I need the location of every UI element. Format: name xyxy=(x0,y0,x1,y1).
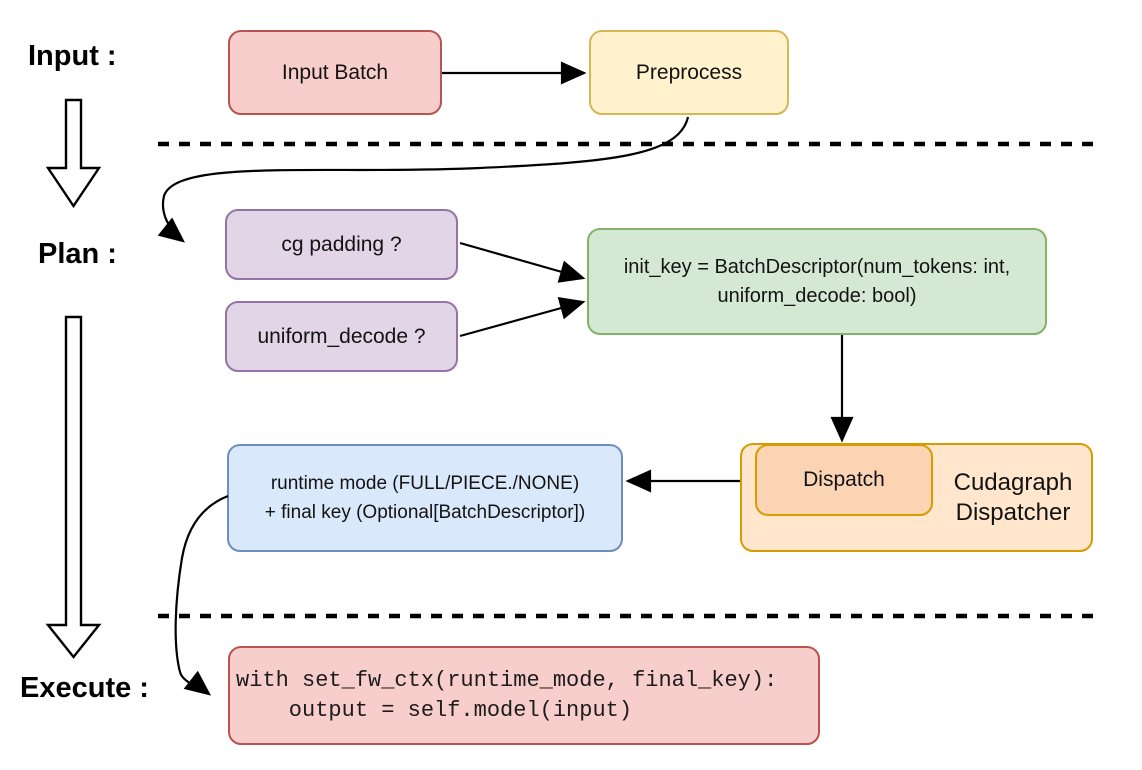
node-input-batch-label: Input Batch xyxy=(281,60,389,84)
runtime-mode-line2: + final key (Optional[BatchDescriptor]) xyxy=(264,502,586,523)
node-dispatch-label: Dispatch xyxy=(803,468,885,491)
node-execute-code: with set_fw_ctx(runtime_mode, final_key)… xyxy=(228,646,820,745)
node-preprocess-label: Preprocess xyxy=(635,60,743,84)
arrow-uniform-decode-to-init-key xyxy=(459,297,586,338)
cudagraph-line1: Cudagraph xyxy=(953,468,1073,496)
arrow-runtime-mode-to-execute-code xyxy=(174,494,229,696)
node-cg-padding: cg padding ? xyxy=(225,209,458,280)
cudagraph-line2: Dispatcher xyxy=(955,498,1071,526)
node-input-batch: Input Batch xyxy=(228,30,442,115)
stage-label-plan: Plan : xyxy=(38,238,117,270)
node-cg-padding-label: cg padding ? xyxy=(281,232,402,256)
node-init-key-line2: uniform_decode: bool) xyxy=(717,284,917,307)
runtime-mode-line1: runtime mode (FULL/PIECE./NONE) xyxy=(270,473,580,494)
stage-flow-arrow-input-to-plan xyxy=(45,98,102,209)
node-cudagraph-dispatcher-label: Cudagraph Dispatcher xyxy=(928,445,1098,550)
node-preprocess: Preprocess xyxy=(589,30,789,115)
execute-code-text: with set_fw_ctx(runtime_mode, final_key)… xyxy=(236,667,778,723)
stage-label-input: Input : xyxy=(28,40,117,72)
stage-label-execute: Execute : xyxy=(20,672,149,704)
arrow-cg-padding-to-init-key xyxy=(459,241,586,283)
stage-flow-arrow-plan-to-execute xyxy=(45,315,102,659)
node-uniform-decode: uniform_decode ? xyxy=(225,301,458,372)
node-dispatch: Dispatch xyxy=(755,444,933,516)
node-init-key: init_key = BatchDescriptor(num_tokens: i… xyxy=(587,228,1047,335)
node-init-key-line1: init_key = BatchDescriptor(num_tokens: i… xyxy=(623,255,1011,278)
node-uniform-decode-label: uniform_decode ? xyxy=(257,324,426,348)
node-runtime-mode-result: runtime mode (FULL/PIECE./NONE) + final … xyxy=(227,444,623,552)
